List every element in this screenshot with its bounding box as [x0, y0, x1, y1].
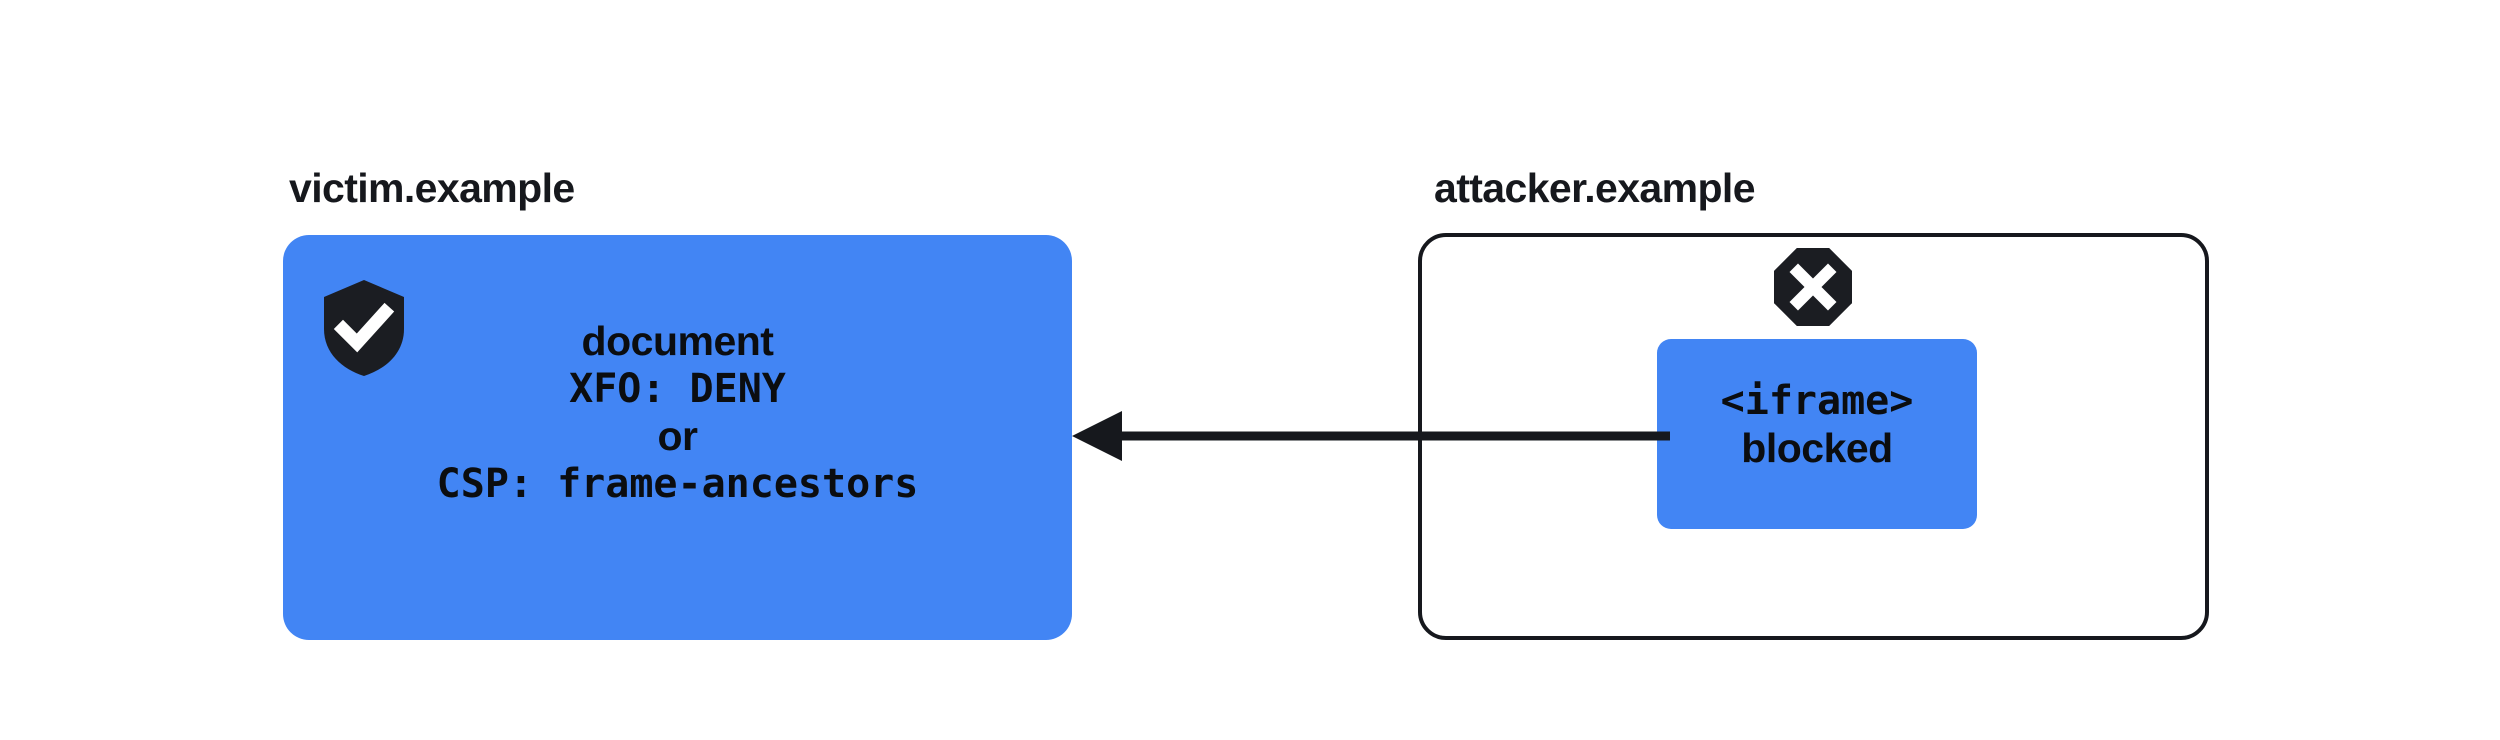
victim-document-panel: [283, 235, 1072, 640]
victim-origin-title: victim.example: [289, 165, 575, 211]
victim-line-csp: CSP: frame-ancestors: [436, 460, 919, 507]
shield-check-icon: [324, 280, 404, 376]
iframe-tag-label: <iframe>: [1720, 378, 1914, 424]
victim-line-document: document: [581, 318, 774, 364]
victim-line-xfo: XFO: DENY: [569, 365, 786, 412]
attacker-iframe-chip: [1657, 339, 1977, 529]
iframe-status-label: blocked: [1741, 424, 1893, 471]
octagon-x-icon: [1774, 248, 1852, 326]
attacker-iframe-text: <iframe> blocked: [1657, 378, 1977, 473]
victim-policy-text: document XFO: DENY or CSP: frame-ancesto…: [283, 318, 1072, 508]
victim-line-or: or: [657, 412, 699, 459]
attacker-origin-title: attacker.example: [1434, 165, 1756, 211]
